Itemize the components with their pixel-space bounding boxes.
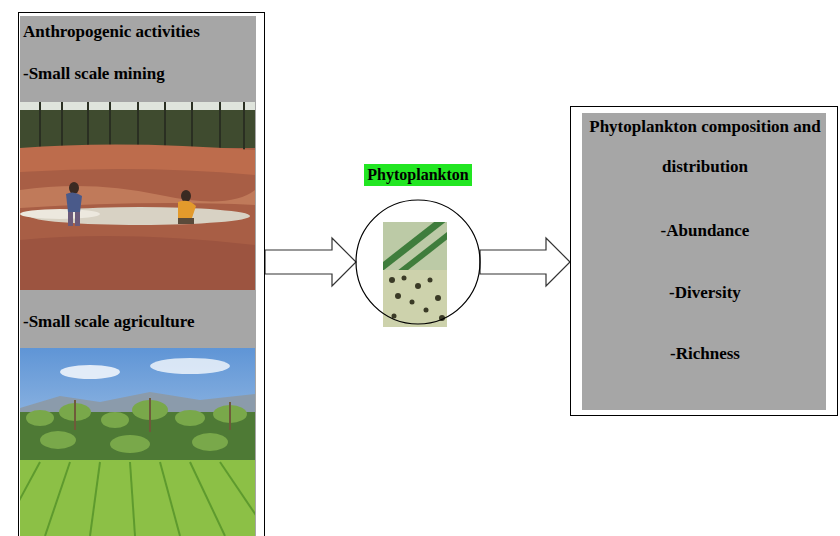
illustration-part — [402, 276, 407, 281]
illustration-part — [220, 462, 255, 536]
illustration-part — [243, 102, 245, 150]
illustration-part — [101, 412, 129, 428]
illustration-part — [20, 186, 255, 208]
illustration-part — [130, 462, 135, 536]
illustration-part — [20, 462, 255, 536]
agriculture-photo — [20, 348, 255, 536]
list-item: -Abundance — [581, 221, 829, 241]
mining-photo — [20, 102, 255, 290]
micrograph-photo — [383, 222, 447, 327]
illustration-part — [90, 462, 100, 536]
phytoplankton-circle: Phytoplankton — [350, 160, 486, 330]
node-heading: Phytoplankton — [364, 164, 471, 186]
illustration-part — [75, 398, 230, 432]
outcome-panel: Phytoplankton composition and distributi… — [570, 106, 838, 416]
illustration-part — [137, 102, 139, 150]
illustration-part — [20, 236, 255, 290]
list-item: -Richness — [581, 344, 829, 364]
illustration-part — [389, 277, 395, 283]
illustration-part — [20, 144, 255, 175]
illustration-part — [395, 293, 401, 299]
illustration-part — [181, 190, 191, 202]
text-holder: Phytoplankton composition and distributi… — [581, 107, 829, 187]
text-holder: Anthropogenic activities — [23, 22, 259, 42]
illustration-part — [20, 209, 100, 219]
node-heading: Phytoplankton composition and distributi… — [581, 107, 829, 187]
illustration-part — [424, 308, 429, 313]
illustration-part — [229, 402, 231, 430]
panel-fill — [20, 16, 256, 536]
node-heading: Anthropogenic activities — [23, 22, 259, 42]
illustration-part — [415, 283, 421, 289]
illustration-part — [68, 212, 73, 226]
text-holder: -Diversity — [581, 283, 829, 303]
list-item: -Small scale agriculture — [23, 312, 259, 332]
text-holder: -Abundance — [581, 221, 829, 241]
illustration-part — [175, 410, 205, 426]
illustration-part — [40, 102, 244, 150]
illustration-part — [109, 102, 111, 150]
activity-panel: Anthropogenic activities -Small scale min… — [18, 12, 265, 536]
illustration-part — [39, 102, 41, 150]
illustration-part — [428, 278, 433, 283]
illustration-part — [435, 295, 441, 301]
illustration-part — [87, 102, 89, 150]
illustration-part — [60, 365, 120, 379]
illustration-part — [74, 400, 76, 430]
illustration-part — [178, 218, 194, 224]
worker-figure — [178, 190, 196, 224]
illustration-part — [160, 462, 180, 536]
illustration-part — [66, 192, 82, 212]
illustration-part — [75, 212, 80, 226]
text-holder: Phytoplankton — [350, 164, 486, 186]
block-arrow — [480, 238, 570, 286]
illustration-part — [164, 102, 166, 150]
list-item: -Small scale mining — [23, 64, 259, 84]
circle-shape — [356, 200, 480, 324]
text-holder: -Richness — [581, 344, 829, 364]
illustration-part — [178, 201, 196, 218]
illustration-part — [190, 462, 225, 536]
illustration-part — [26, 410, 54, 426]
illustration-part — [410, 300, 415, 305]
illustration-part — [20, 460, 255, 536]
illustration-part — [149, 398, 151, 432]
illustration-part — [69, 182, 79, 194]
illustration-part — [110, 435, 150, 453]
text-holder: -Small scale agriculture — [23, 312, 259, 332]
list-item: -Diversity — [581, 283, 829, 303]
illustration-part — [150, 358, 230, 374]
text-holder: -Small scale mining — [23, 64, 259, 84]
worker-figure — [66, 182, 82, 226]
illustration-part — [20, 462, 40, 536]
illustration-part — [20, 348, 255, 536]
illustration-part — [389, 276, 445, 322]
illustration-part — [20, 102, 255, 290]
illustration-part — [45, 462, 70, 536]
illustration-part — [219, 102, 221, 150]
illustration-part — [26, 400, 247, 453]
illustration-part — [192, 433, 228, 451]
illustration-part — [40, 431, 76, 449]
illustration-part — [61, 102, 63, 150]
illustration-part — [191, 102, 193, 150]
block-arrow — [265, 238, 356, 286]
